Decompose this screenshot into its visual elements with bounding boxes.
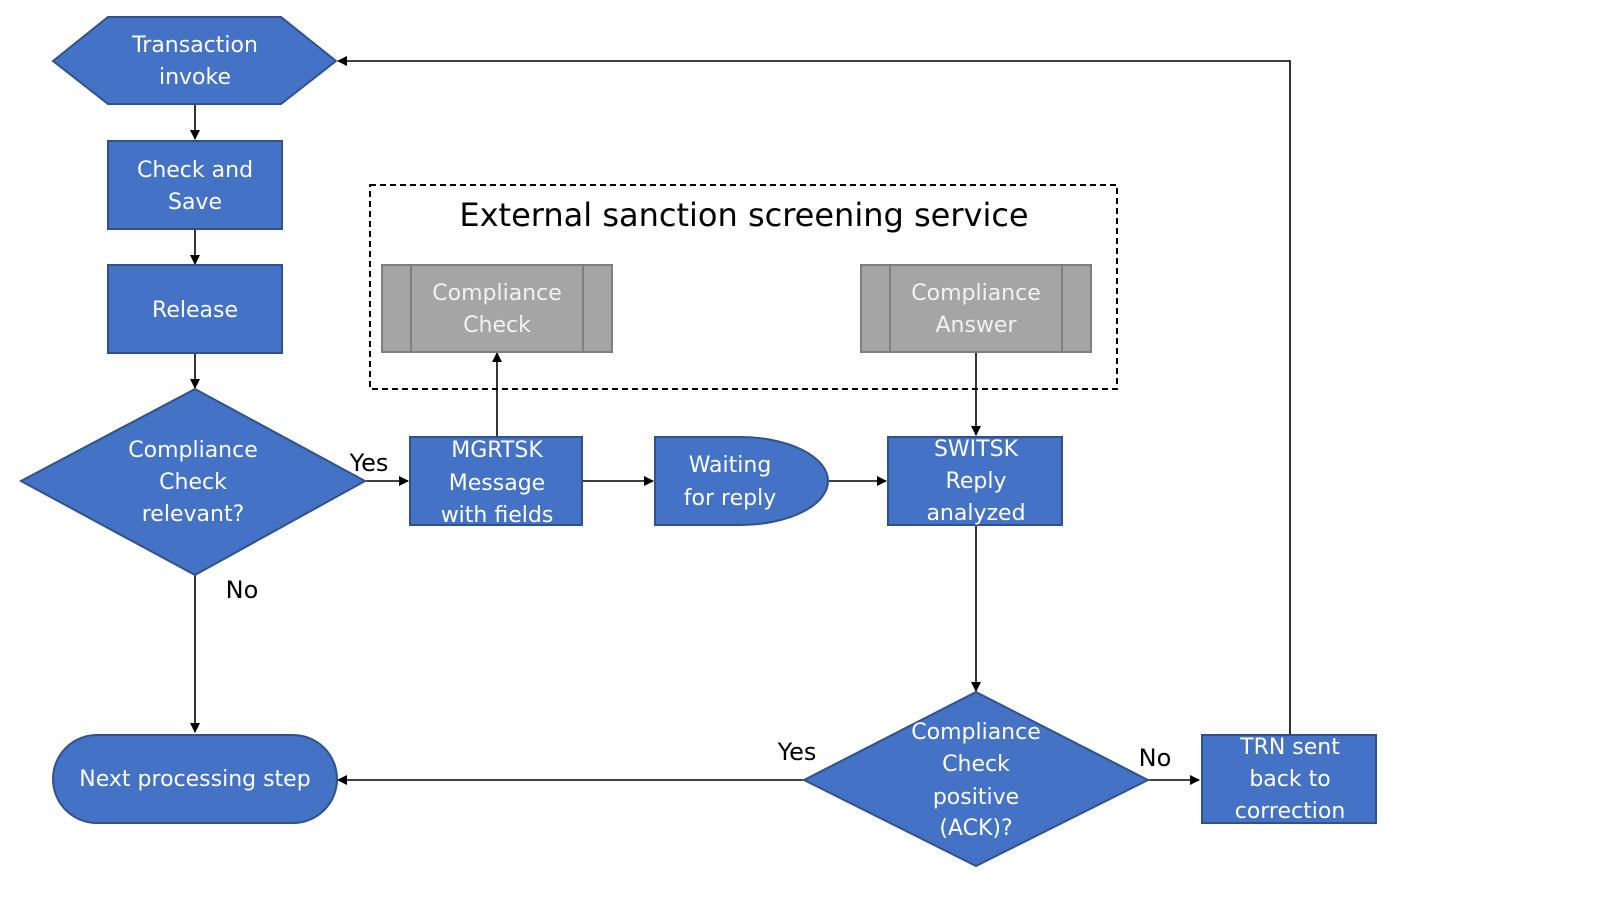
node-label-line: Save xyxy=(168,190,222,215)
node-next-step[interactable]: Next processing step xyxy=(52,734,338,824)
node-label-line: Compliance xyxy=(432,281,562,306)
hexagon-shape xyxy=(51,16,338,105)
node-label-line: back to xyxy=(1249,767,1330,792)
node-label-line: correction xyxy=(1235,799,1346,824)
node-transaction-invoke[interactable]: Transaction invoke xyxy=(51,16,338,105)
node-mgrtsk[interactable]: MGRTSK Message with fields xyxy=(409,436,583,528)
edges xyxy=(190,56,1291,785)
terminator-shape xyxy=(52,734,338,824)
node-compliance-positive[interactable]: Compliance Check positive (ACK)? xyxy=(801,690,1151,868)
process-shape xyxy=(1201,734,1377,824)
process-shape xyxy=(107,264,283,354)
node-label-line: Release xyxy=(152,298,238,323)
process-shape xyxy=(409,436,583,526)
node-waiting[interactable]: Waiting for reply xyxy=(654,436,829,526)
node-release[interactable]: Release xyxy=(107,264,283,354)
edge-label-positive-yes: Yes xyxy=(777,738,817,766)
edge-label-positive-no: No xyxy=(1139,744,1172,772)
node-label-line: invoke xyxy=(159,65,231,90)
node-label-line: analyzed xyxy=(926,501,1025,526)
node-label-line: Check xyxy=(942,752,1010,777)
node-label-line: Compliance xyxy=(128,438,258,463)
node-label-line: (ACK)? xyxy=(939,816,1012,841)
predefined-process-shape xyxy=(860,264,1092,353)
node-trn-sent-back[interactable]: TRN sent back to correction xyxy=(1201,734,1377,824)
edge-label-relevant-no: No xyxy=(226,576,259,604)
node-label-line: Transaction xyxy=(131,33,258,58)
node-compliance-check-ext[interactable]: Compliance Check xyxy=(381,264,613,353)
node-label-line: Reply xyxy=(946,469,1007,494)
process-shape xyxy=(107,140,283,230)
node-label-line: MGRTSK xyxy=(451,438,543,463)
node-label-line: TRN sent xyxy=(1239,735,1340,760)
node-label-line: positive xyxy=(933,785,1019,810)
group-title: External sanction screening service xyxy=(459,196,1028,234)
external-service-group: External sanction screening service xyxy=(369,184,1118,390)
node-label-line: Check xyxy=(159,470,227,495)
edge-trn-back-to-invoke xyxy=(337,56,1291,734)
node-check-and-save[interactable]: Check and Save xyxy=(107,140,283,230)
delay-shape xyxy=(654,436,829,526)
node-label-line: Answer xyxy=(935,313,1017,338)
node-label-line: relevant? xyxy=(142,502,245,527)
node-label-line: Check xyxy=(463,313,531,338)
node-compliance-relevant[interactable]: Compliance Check relevant? xyxy=(18,387,368,577)
node-label-line: Waiting xyxy=(689,453,772,478)
node-label-line: with fields xyxy=(441,503,554,528)
node-switsk[interactable]: SWITSK Reply analyzed xyxy=(887,436,1063,526)
process-shape xyxy=(887,436,1063,526)
node-label-line: for reply xyxy=(684,486,776,511)
node-label-line: SWITSK xyxy=(934,437,1019,462)
node-compliance-answer-ext[interactable]: Compliance Answer xyxy=(860,264,1092,353)
group-border xyxy=(369,184,1118,390)
edge-label-relevant-yes: Yes xyxy=(349,449,389,477)
node-label-line: Message xyxy=(449,471,545,496)
predefined-process-shape xyxy=(381,264,613,353)
decision-shape xyxy=(801,690,1151,868)
node-label-line: Next processing step xyxy=(79,767,310,792)
node-label-line: Compliance xyxy=(911,720,1041,745)
node-label-line: Check and xyxy=(137,158,253,183)
decision-shape xyxy=(18,387,368,577)
node-label-line: Compliance xyxy=(911,281,1041,306)
